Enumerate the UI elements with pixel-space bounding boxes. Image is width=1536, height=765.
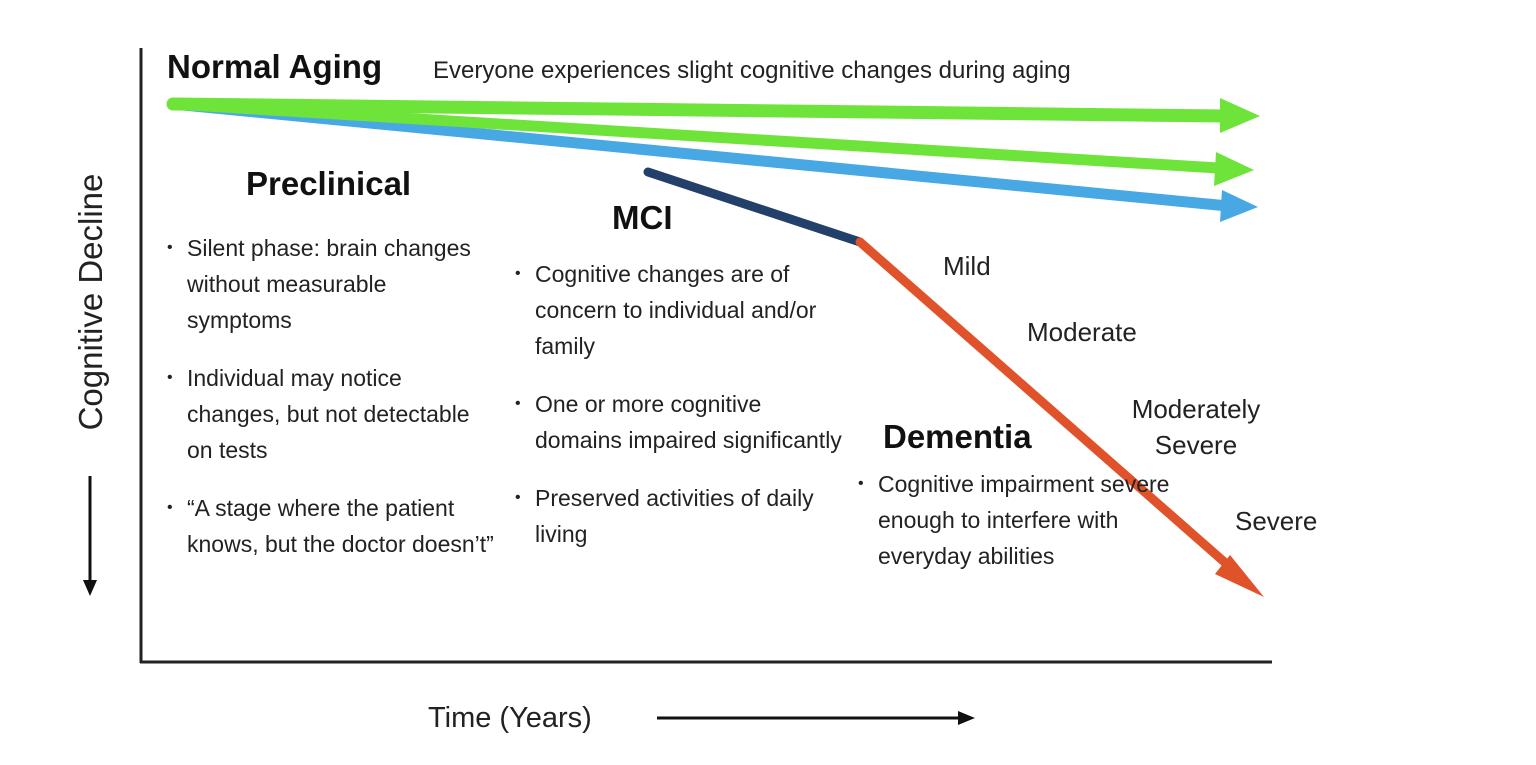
normal-aging-arrowhead-upper bbox=[1220, 98, 1260, 133]
preclinical-bullet: Silent phase: brain changes without meas… bbox=[167, 230, 497, 338]
y-axis-label: Cognitive Decline bbox=[72, 173, 109, 431]
stage-label-mild: Mild bbox=[943, 251, 991, 281]
y-axis-arrowhead bbox=[83, 580, 97, 596]
stage-label-moderately-severe: Moderately Severe bbox=[1131, 394, 1261, 460]
normal-aging-line-lower bbox=[167, 98, 1224, 174]
mci-bullet: Cognitive changes are of concern to indi… bbox=[515, 256, 845, 364]
preclinical-line bbox=[167, 98, 1234, 212]
stage-label-moderate: Moderate bbox=[1027, 317, 1137, 347]
preclinical-arrowhead bbox=[1220, 190, 1258, 222]
dementia-bullet: Cognitive impairment severe enough to in… bbox=[858, 466, 1173, 574]
mci-title: MCI bbox=[612, 199, 673, 236]
dementia-line bbox=[855, 237, 1243, 579]
normal-aging-line-upper bbox=[166, 97, 1231, 123]
normal-aging-title: Normal Aging bbox=[167, 48, 383, 85]
mci-bullet: Preserved activities of daily living bbox=[515, 480, 845, 552]
preclinical-bullet: Individual may notice changes, but not d… bbox=[167, 360, 497, 468]
preclinical-title: Preclinical bbox=[246, 165, 412, 202]
dementia-bullet-list: Cognitive impairment severe enough to in… bbox=[858, 466, 1173, 596]
x-axis-arrowhead bbox=[958, 711, 975, 725]
mci-bullet-list: Cognitive changes are of concern to indi… bbox=[515, 256, 845, 574]
preclinical-bullet-list: Silent phase: brain changes without meas… bbox=[167, 230, 497, 584]
dementia-title: Dementia bbox=[883, 418, 1032, 455]
mci-line bbox=[643, 167, 865, 247]
x-axis-label: Time (Years) bbox=[428, 702, 592, 734]
preclinical-bullet: “A stage where the patient knows, but th… bbox=[167, 490, 497, 562]
normal-aging-arrowhead-lower bbox=[1214, 152, 1254, 186]
dementia-arrowhead bbox=[1215, 555, 1264, 597]
normal-aging-description: Everyone experiences slight cognitive ch… bbox=[433, 57, 1071, 84]
mci-bullet: One or more cognitive domains impaired s… bbox=[515, 386, 845, 458]
stage-label-severe: Severe bbox=[1235, 506, 1318, 536]
